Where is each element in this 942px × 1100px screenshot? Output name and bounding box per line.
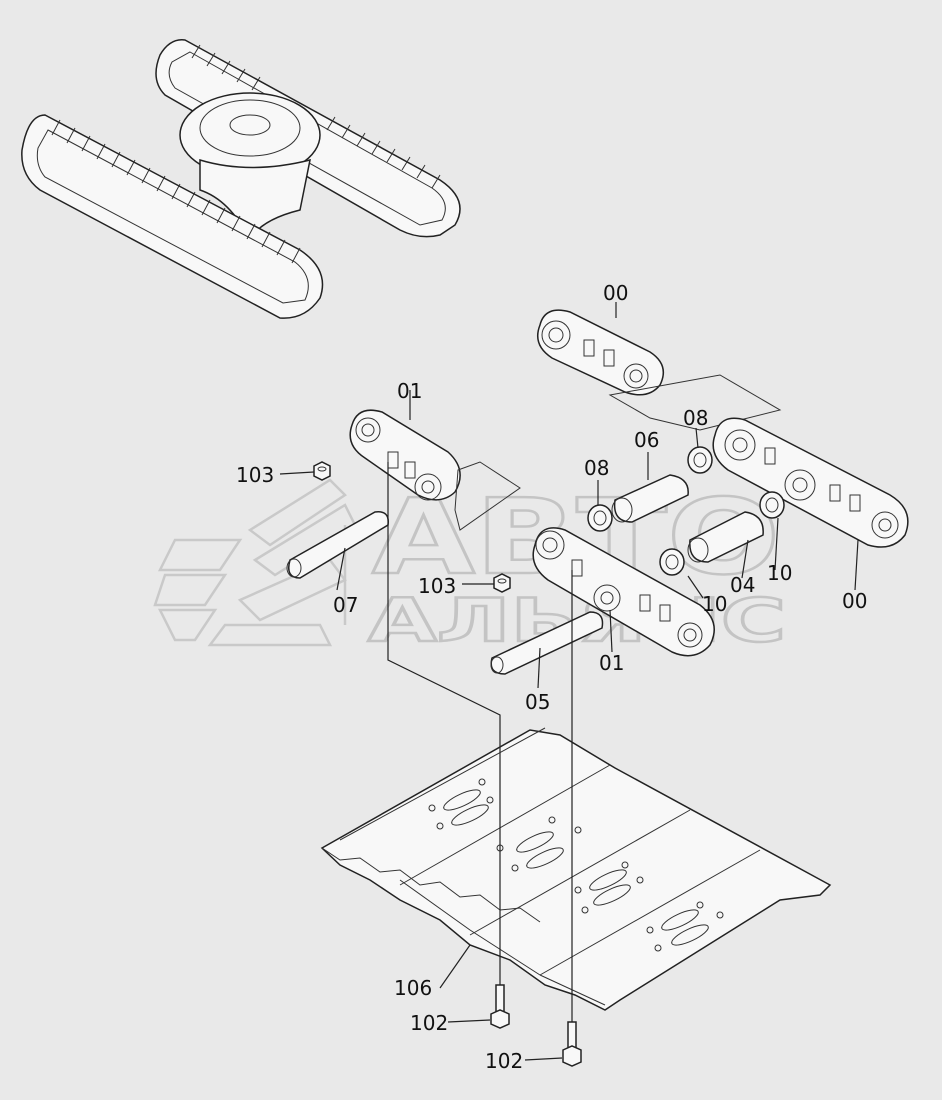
label-04: 04 (730, 573, 755, 597)
label-102-left: 102 (410, 1011, 448, 1035)
label-10-right: 10 (767, 561, 792, 585)
label-08-upper: 08 (683, 406, 708, 430)
label-00-top: 00 (603, 281, 628, 305)
label-00-right: 00 (842, 589, 867, 613)
label-103-center: 103 (418, 574, 456, 598)
label-06: 06 (634, 428, 659, 452)
label-10-center: 10 (702, 592, 727, 616)
track-frame-front (21, 114, 324, 319)
track-shoe-assembly (320, 727, 832, 1011)
label-08-lower: 08 (584, 456, 609, 480)
pin-05 (490, 611, 604, 675)
label-01-upper: 01 (397, 379, 422, 403)
link-outline-bracket-mid (454, 461, 521, 531)
undercarriage-overview (21, 39, 461, 319)
nut-103-left (313, 461, 331, 481)
assembly-lines (279, 302, 859, 1061)
label-01-lower: 01 (599, 651, 624, 675)
bushing-04 (687, 511, 764, 563)
pin-06 (611, 474, 689, 523)
shoe-bolt-holes (428, 778, 724, 952)
bolt-102-right (562, 1021, 582, 1067)
track-link-01-center (532, 527, 715, 657)
label-102-right: 102 (485, 1049, 523, 1073)
track-hatching (51, 44, 441, 264)
seal-rings (587, 446, 785, 576)
bolt-102-left (490, 984, 510, 1029)
nut-103-center (493, 573, 511, 593)
callout-labels: 00 01 08 06 08 103 103 04 10 10 00 07 01… (236, 281, 867, 1073)
label-05: 05 (525, 690, 550, 714)
label-103-left: 103 (236, 463, 274, 487)
track-link-00-right (712, 417, 909, 548)
label-106: 106 (394, 976, 432, 1000)
track-link-01-left (349, 409, 461, 501)
label-07: 07 (333, 593, 358, 617)
track-link-00-top (537, 309, 665, 396)
